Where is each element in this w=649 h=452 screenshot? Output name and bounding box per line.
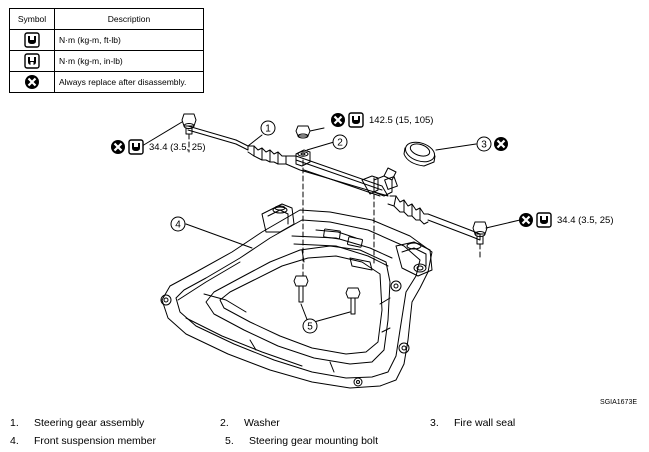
callout-5: 5	[307, 322, 313, 333]
table-row: Always replace after disassembly.	[9, 71, 204, 93]
table-row: N·m (kg-m, in-lb)	[9, 50, 204, 72]
callout-1-circle	[260, 120, 276, 136]
symbol-description: Always replace after disassembly.	[54, 71, 204, 93]
front-suspension-member	[160, 203, 433, 389]
callout-2: 2	[337, 138, 343, 149]
table-row: N·m (kg-m, ft-lb)	[9, 29, 204, 51]
torque-wrench-icon	[24, 32, 40, 48]
torque-wrench-icon	[536, 212, 552, 228]
always-replace-icon	[494, 137, 508, 151]
always-replace-icon	[519, 213, 533, 227]
callout-2-circle	[332, 134, 348, 150]
callout-1: 1	[265, 124, 271, 135]
legend-item: 5. Steering gear mounting bolt	[225, 435, 440, 447]
legend-label: Fire wall seal	[454, 417, 516, 429]
torque-wrench-small-icon	[24, 53, 40, 69]
parts-legend: 1. Steering gear assembly 2. Washer 3. F…	[10, 414, 640, 450]
mounting-nut	[295, 125, 311, 139]
legend-number: 2.	[220, 417, 229, 429]
legend-label: Steering gear assembly	[34, 417, 145, 429]
torque-wrench-icon	[348, 112, 364, 128]
left-tie-rod-torque-spec: 34.4 (3.5, 25)	[110, 139, 206, 155]
legend-label: Steering gear mounting bolt	[249, 435, 378, 447]
right-tie-rod-nut	[472, 221, 488, 245]
description-column-header: Description	[54, 8, 204, 30]
callout-4-circle	[170, 216, 186, 232]
legend-item: 4. Front suspension member	[10, 435, 225, 447]
symbol-description: N·m (kg-m, in-lb)	[54, 50, 204, 72]
always-replace-icon	[331, 113, 345, 127]
steering-gear-assembly	[187, 125, 481, 241]
symbol-table: Symbol Description N·m (kg-m, ft-lb) N·m…	[9, 8, 204, 93]
legend-label: Front suspension member	[34, 435, 156, 447]
symbol-table-header: Symbol Description	[9, 8, 204, 30]
mounting-nut-torque-value: 142.5 (15, 105)	[369, 114, 434, 126]
always-replace-icon	[111, 140, 125, 154]
always-replace-icon	[25, 75, 39, 89]
callout-3-circle	[476, 136, 492, 152]
legend-item: 1. Steering gear assembly	[10, 417, 220, 429]
left-tie-rod-torque-value: 34.4 (3.5, 25)	[149, 141, 206, 153]
legend-number: 4.	[10, 435, 19, 447]
symbol-column-header: Symbol	[9, 8, 55, 30]
callout-5-circle	[302, 318, 318, 334]
figure-code: SGIA1673E	[600, 399, 637, 406]
fire-wall-seal	[403, 141, 436, 167]
right-tie-rod-torque-spec: 34.4 (3.5, 25)	[518, 212, 614, 228]
mounting-bolt-right	[345, 287, 361, 315]
torque-wrench-icon	[128, 139, 144, 155]
symbol-description: N·m (kg-m, ft-lb)	[54, 29, 204, 51]
legend-item: 3. Fire wall seal	[430, 417, 640, 429]
right-tie-rod-torque-value: 34.4 (3.5, 25)	[557, 214, 614, 226]
mounting-bolt-left	[293, 275, 309, 303]
legend-number: 1.	[10, 417, 19, 429]
legend-number: 5.	[225, 435, 234, 447]
legend-number: 3.	[430, 417, 439, 429]
left-tie-rod-nut	[181, 113, 197, 135]
legend-label: Washer	[244, 417, 280, 429]
washer	[297, 151, 309, 157]
callout-3: 3	[481, 140, 487, 151]
legend-item: 2. Washer	[220, 417, 430, 429]
mounting-nut-torque-spec: 142.5 (15, 105)	[330, 112, 433, 128]
callout-4: 4	[175, 220, 181, 231]
